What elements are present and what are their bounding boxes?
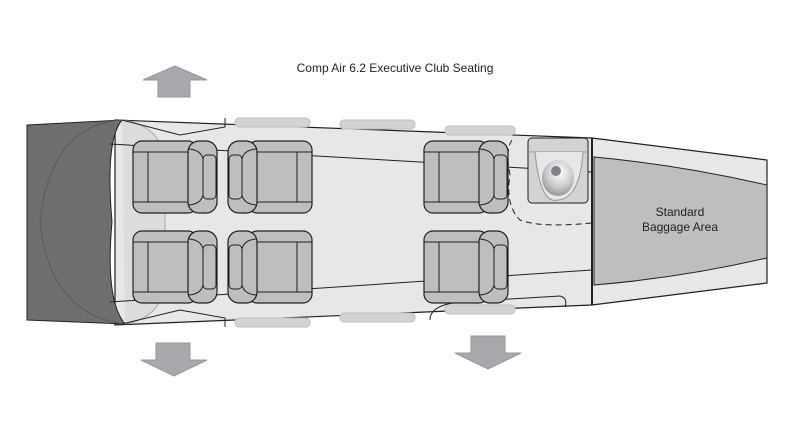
toilet-icon xyxy=(527,137,589,204)
seat-icon[interactable] xyxy=(227,230,313,304)
seat-icon[interactable] xyxy=(132,230,218,304)
seat-icon[interactable] xyxy=(423,230,509,304)
windows xyxy=(234,117,516,328)
seat-icon[interactable] xyxy=(423,140,509,214)
arrow-down-icon xyxy=(140,342,208,377)
diagram-title: Comp Air 6.2 Executive Club Seating xyxy=(296,61,494,75)
nose-section xyxy=(26,119,127,325)
arrow-down-icon xyxy=(454,335,522,370)
baggage-label-line1: Standard xyxy=(655,205,705,219)
seat-icon[interactable] xyxy=(132,140,218,214)
arrow-up-icon xyxy=(142,65,208,98)
baggage-label: Standard Baggage Area xyxy=(620,205,740,235)
seat-icon[interactable] xyxy=(227,140,313,214)
baggage-label-line2: Baggage Area xyxy=(641,220,719,234)
baggage-area xyxy=(593,156,768,286)
